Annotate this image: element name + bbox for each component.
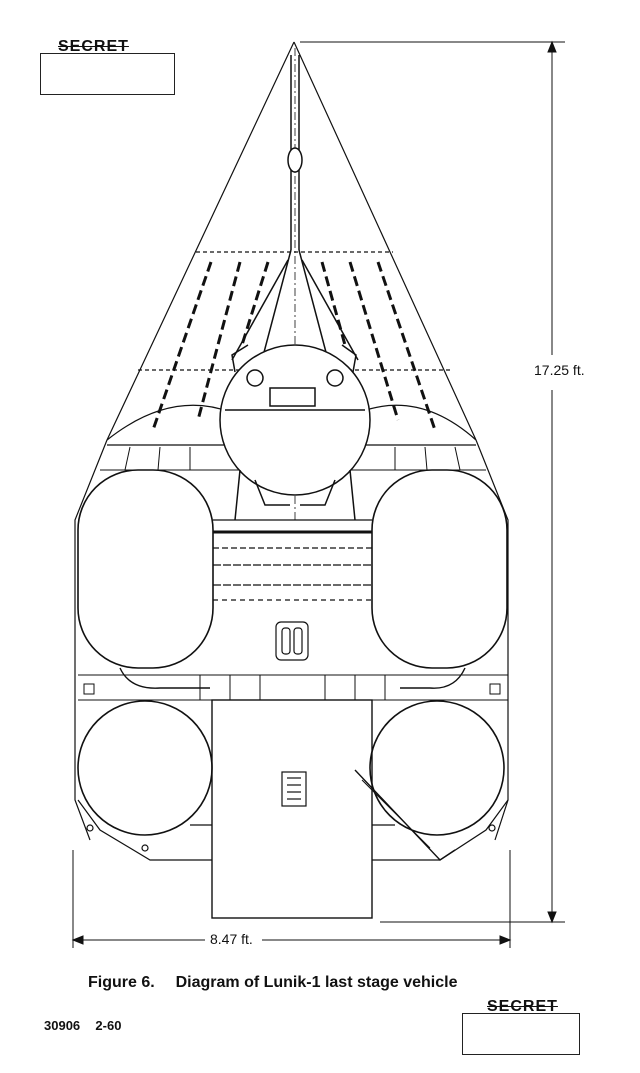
document-number: 30906	[44, 1018, 81, 1033]
classification-box-bottom	[462, 1013, 580, 1055]
central-body	[213, 519, 372, 661]
document-code: 30906 2-60	[44, 1018, 121, 1033]
classification-box-top	[40, 53, 175, 95]
lower-frame	[78, 667, 508, 701]
nose-cone-outline	[106, 41, 477, 441]
classification-mark-bottom: SECRET	[487, 998, 558, 1015]
lower-right-tank	[369, 700, 505, 836]
engine-block	[211, 699, 373, 919]
instrument-sphere	[219, 344, 371, 521]
document-date: 2-60	[95, 1018, 122, 1033]
height-dimension-label: 17.25 ft.	[532, 362, 587, 378]
upper-right-tank	[371, 469, 508, 669]
cone-ribs	[151, 261, 437, 431]
width-dimension-label: 8.47 ft.	[208, 931, 255, 947]
classification-mark-top: SECRET	[58, 38, 129, 55]
central-device	[281, 771, 307, 807]
figure-caption: Figure 6. Diagram of Lunik-1 last stage …	[88, 974, 457, 992]
figure-title: Diagram of Lunik-1 last stage vehicle	[175, 974, 458, 991]
body-outline	[74, 439, 509, 841]
figure-number: Figure 6.	[88, 974, 155, 991]
upper-left-tank	[77, 469, 214, 669]
lower-left-tank	[77, 700, 213, 836]
